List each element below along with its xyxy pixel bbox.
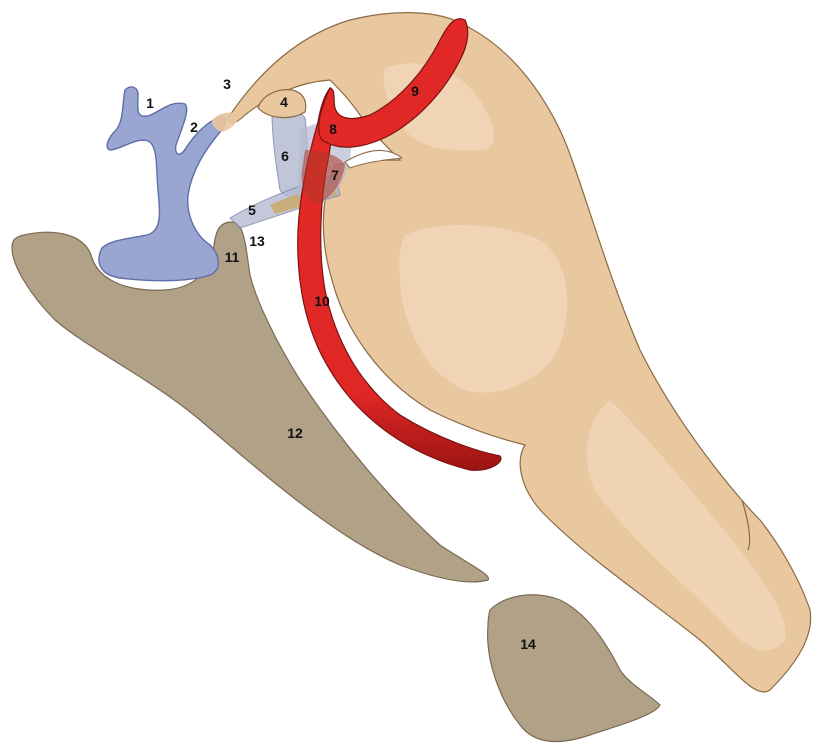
- label-7: 7: [331, 167, 339, 183]
- label-4: 4: [280, 94, 288, 110]
- label-3: 3: [223, 76, 231, 92]
- label-9: 9: [411, 83, 419, 99]
- label-12: 12: [287, 425, 303, 441]
- blue-structure-1-2: [99, 87, 226, 281]
- label-10: 10: [314, 293, 330, 309]
- label-11: 11: [225, 249, 240, 265]
- bone-14: [488, 595, 660, 742]
- label-2: 2: [190, 119, 198, 135]
- label-8: 8: [329, 121, 337, 137]
- label-13: 13: [249, 233, 265, 249]
- label-14: 14: [520, 636, 536, 652]
- label-1: 1: [146, 95, 154, 111]
- label-5: 5: [248, 202, 256, 218]
- label-6: 6: [281, 148, 289, 164]
